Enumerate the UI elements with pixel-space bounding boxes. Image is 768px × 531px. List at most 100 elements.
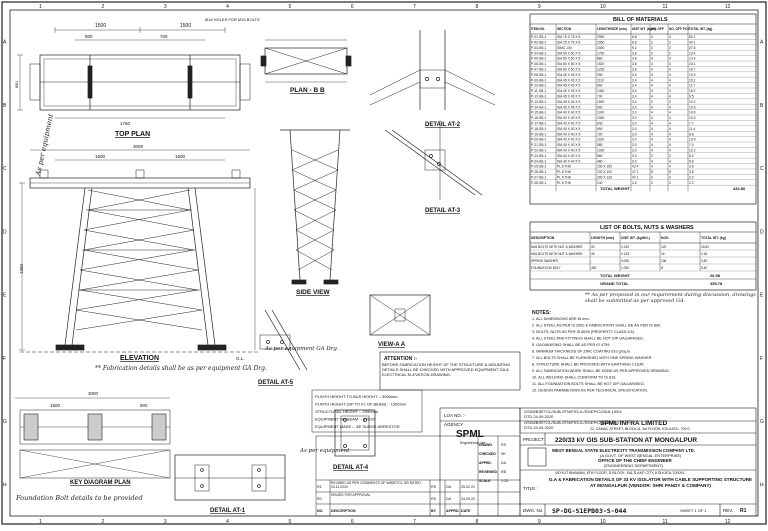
rev-header-cell: APPRD.: [446, 509, 460, 513]
top-plan-title: TOP PLAN: [115, 131, 150, 138]
bom-cell: P-12-SB-1: [531, 95, 547, 99]
hand-note-fabrication: ** Fabrication details shall be as per e…: [95, 365, 267, 372]
bolts-header-cell: UNIT WT. (kg/NO.): [621, 236, 650, 240]
bom-cell: 3.0: [632, 116, 637, 120]
border-col-8: 8: [476, 4, 479, 10]
note-line: 6. MINIMUM THICKNESS OF ZINC COATING 610…: [532, 350, 631, 354]
rev-cell: RS: [431, 485, 437, 489]
detail-1-title: DETAIL AT-1: [210, 508, 246, 514]
bom-cell: PL 6 THK: [557, 181, 572, 185]
bom-cell: 4: [651, 165, 653, 169]
elev-dim-3000: 3000: [133, 144, 144, 149]
bom-cell: 4: [651, 159, 653, 163]
bolts-grand-label: GRAND TOTAL: [600, 281, 629, 286]
height-spec-line: STRUCTURAL HEIGHT :- 2950mm: [315, 409, 379, 414]
bom-cell: 15.1: [689, 78, 696, 82]
bom-cell: P-19-SB-1: [531, 132, 547, 136]
detail-2-view: [369, 30, 496, 110]
key-dim-3000: 3000: [88, 391, 99, 396]
agency-label: AGENCY: [444, 422, 463, 427]
bom-cell: 4: [669, 111, 671, 115]
bolts-table-frame: [529, 221, 757, 291]
bom-header-cell: LENGTH/SIZE (mm): [597, 27, 627, 31]
bom-cell: ISA 50 X 50 X 5: [557, 68, 580, 72]
bom-cell: 6.8: [632, 35, 637, 39]
bom-cell: 4: [669, 165, 671, 169]
bom-table-frame: [529, 13, 757, 205]
border-col-2: 2: [102, 4, 105, 10]
bom-cell: 6.8: [632, 41, 637, 45]
bom-cell: 1160: [597, 138, 604, 142]
bom-cell: 9.2: [632, 46, 637, 50]
bolts-cell: 2.16: [701, 252, 707, 256]
note-line: 9. ALL FABRICATION WORK SHALL BE DONE AS…: [532, 369, 670, 373]
bom-cell: 9.5: [689, 95, 694, 99]
hand-note-equipment-1: As per equipment: [34, 113, 55, 177]
bom-cell: 40.1: [689, 41, 696, 45]
signoff-value: DA: [501, 461, 507, 465]
bom-cell: 2: [651, 100, 653, 104]
bom-header-cell: SECTION: [557, 27, 572, 31]
bom-cell: 42.4: [632, 165, 639, 169]
bom-cell: 23.1: [689, 62, 696, 66]
bom-cell: 18.2: [689, 89, 696, 93]
border-row-right-D: D: [760, 229, 764, 235]
bom-cell: P-07-SB-1: [531, 68, 547, 72]
bom-cell: 3.0: [632, 143, 637, 147]
detail-3-view: [384, 120, 483, 200]
view-aa-title: VIEW-A A: [378, 342, 406, 348]
bom-cell: 47.1: [632, 170, 639, 174]
border-row-G: G: [3, 419, 7, 425]
bom-cell: 4: [669, 132, 671, 136]
notes-list: 1. ALL DIMENSIONS ARE IN mm.2. ALL STEEL…: [532, 317, 670, 393]
note-line: 3. BOLTS, NUTS AS PER IS 6639 (PROPERTY …: [532, 330, 635, 334]
bom-cell: 4: [669, 143, 671, 147]
bom-cell: 3.8: [689, 170, 694, 174]
bom-cell: P-02-SB-1: [531, 41, 547, 45]
heights-box: [311, 389, 423, 433]
bom-header-cell: TOTAL WT. (kg): [689, 27, 712, 31]
bom-cell: 4: [669, 62, 671, 66]
bom-cell: 4: [669, 122, 671, 126]
bom-cell: P-15-SB-1: [531, 111, 547, 115]
project-label: PROJECT: [523, 437, 544, 442]
note-line: 5. GALVANISING SHALL BE AS PER IS 4759.: [532, 343, 610, 347]
border-col-bottom-6: 6: [351, 519, 354, 525]
bom-cell: P-13-SB-1: [531, 100, 547, 104]
bom-cell: 4: [669, 73, 671, 77]
bom-cell: P-27-SB-1: [531, 176, 547, 180]
bom-cell: 4: [669, 105, 671, 109]
rev-cell: DA: [446, 485, 452, 489]
signoff-label: REVIEWED: [479, 470, 498, 474]
bom-cell: 13.0: [689, 116, 696, 120]
border-col-bottom-8: 8: [476, 519, 479, 525]
bolts-cell: 136: [661, 259, 667, 263]
client-govt: (A GOVT. OF WEST BENGAL ENTERPRISE): [600, 453, 682, 458]
bom-cell: 4: [651, 105, 653, 109]
bom-cell: 2: [669, 181, 671, 185]
bom-cell: 640: [597, 122, 603, 126]
top-plan-dim-1500a: 1500: [95, 23, 106, 29]
bom-cell: 4: [651, 138, 653, 142]
bolts-cell: 1.050: [621, 266, 629, 270]
elev-dim-1350: 1350: [19, 263, 24, 274]
bom-cell: 4: [669, 116, 671, 120]
bom-cell: 1080: [597, 116, 605, 120]
border-row-right-A: A: [760, 40, 764, 46]
bom-cell: 3.8: [632, 68, 637, 72]
bom-cell: P-17-SB-1: [531, 122, 547, 126]
bom-cell: 4.5: [632, 181, 637, 185]
bom-cell: 2: [669, 100, 671, 104]
bom-cell: PL 6 THK: [557, 170, 572, 174]
detail-3-title: DETAIL AT-3: [425, 208, 461, 214]
bom-cell: P-21-SB-1: [531, 143, 547, 147]
signoff-value: RB: [501, 470, 507, 474]
bom-cell: 4: [651, 111, 653, 115]
key-dim-900: 900: [140, 403, 148, 408]
bolts-cell: 450: [591, 266, 597, 270]
side-view-title: SIDE VIEW: [296, 289, 330, 296]
bom-cell: 13.4: [689, 57, 696, 61]
